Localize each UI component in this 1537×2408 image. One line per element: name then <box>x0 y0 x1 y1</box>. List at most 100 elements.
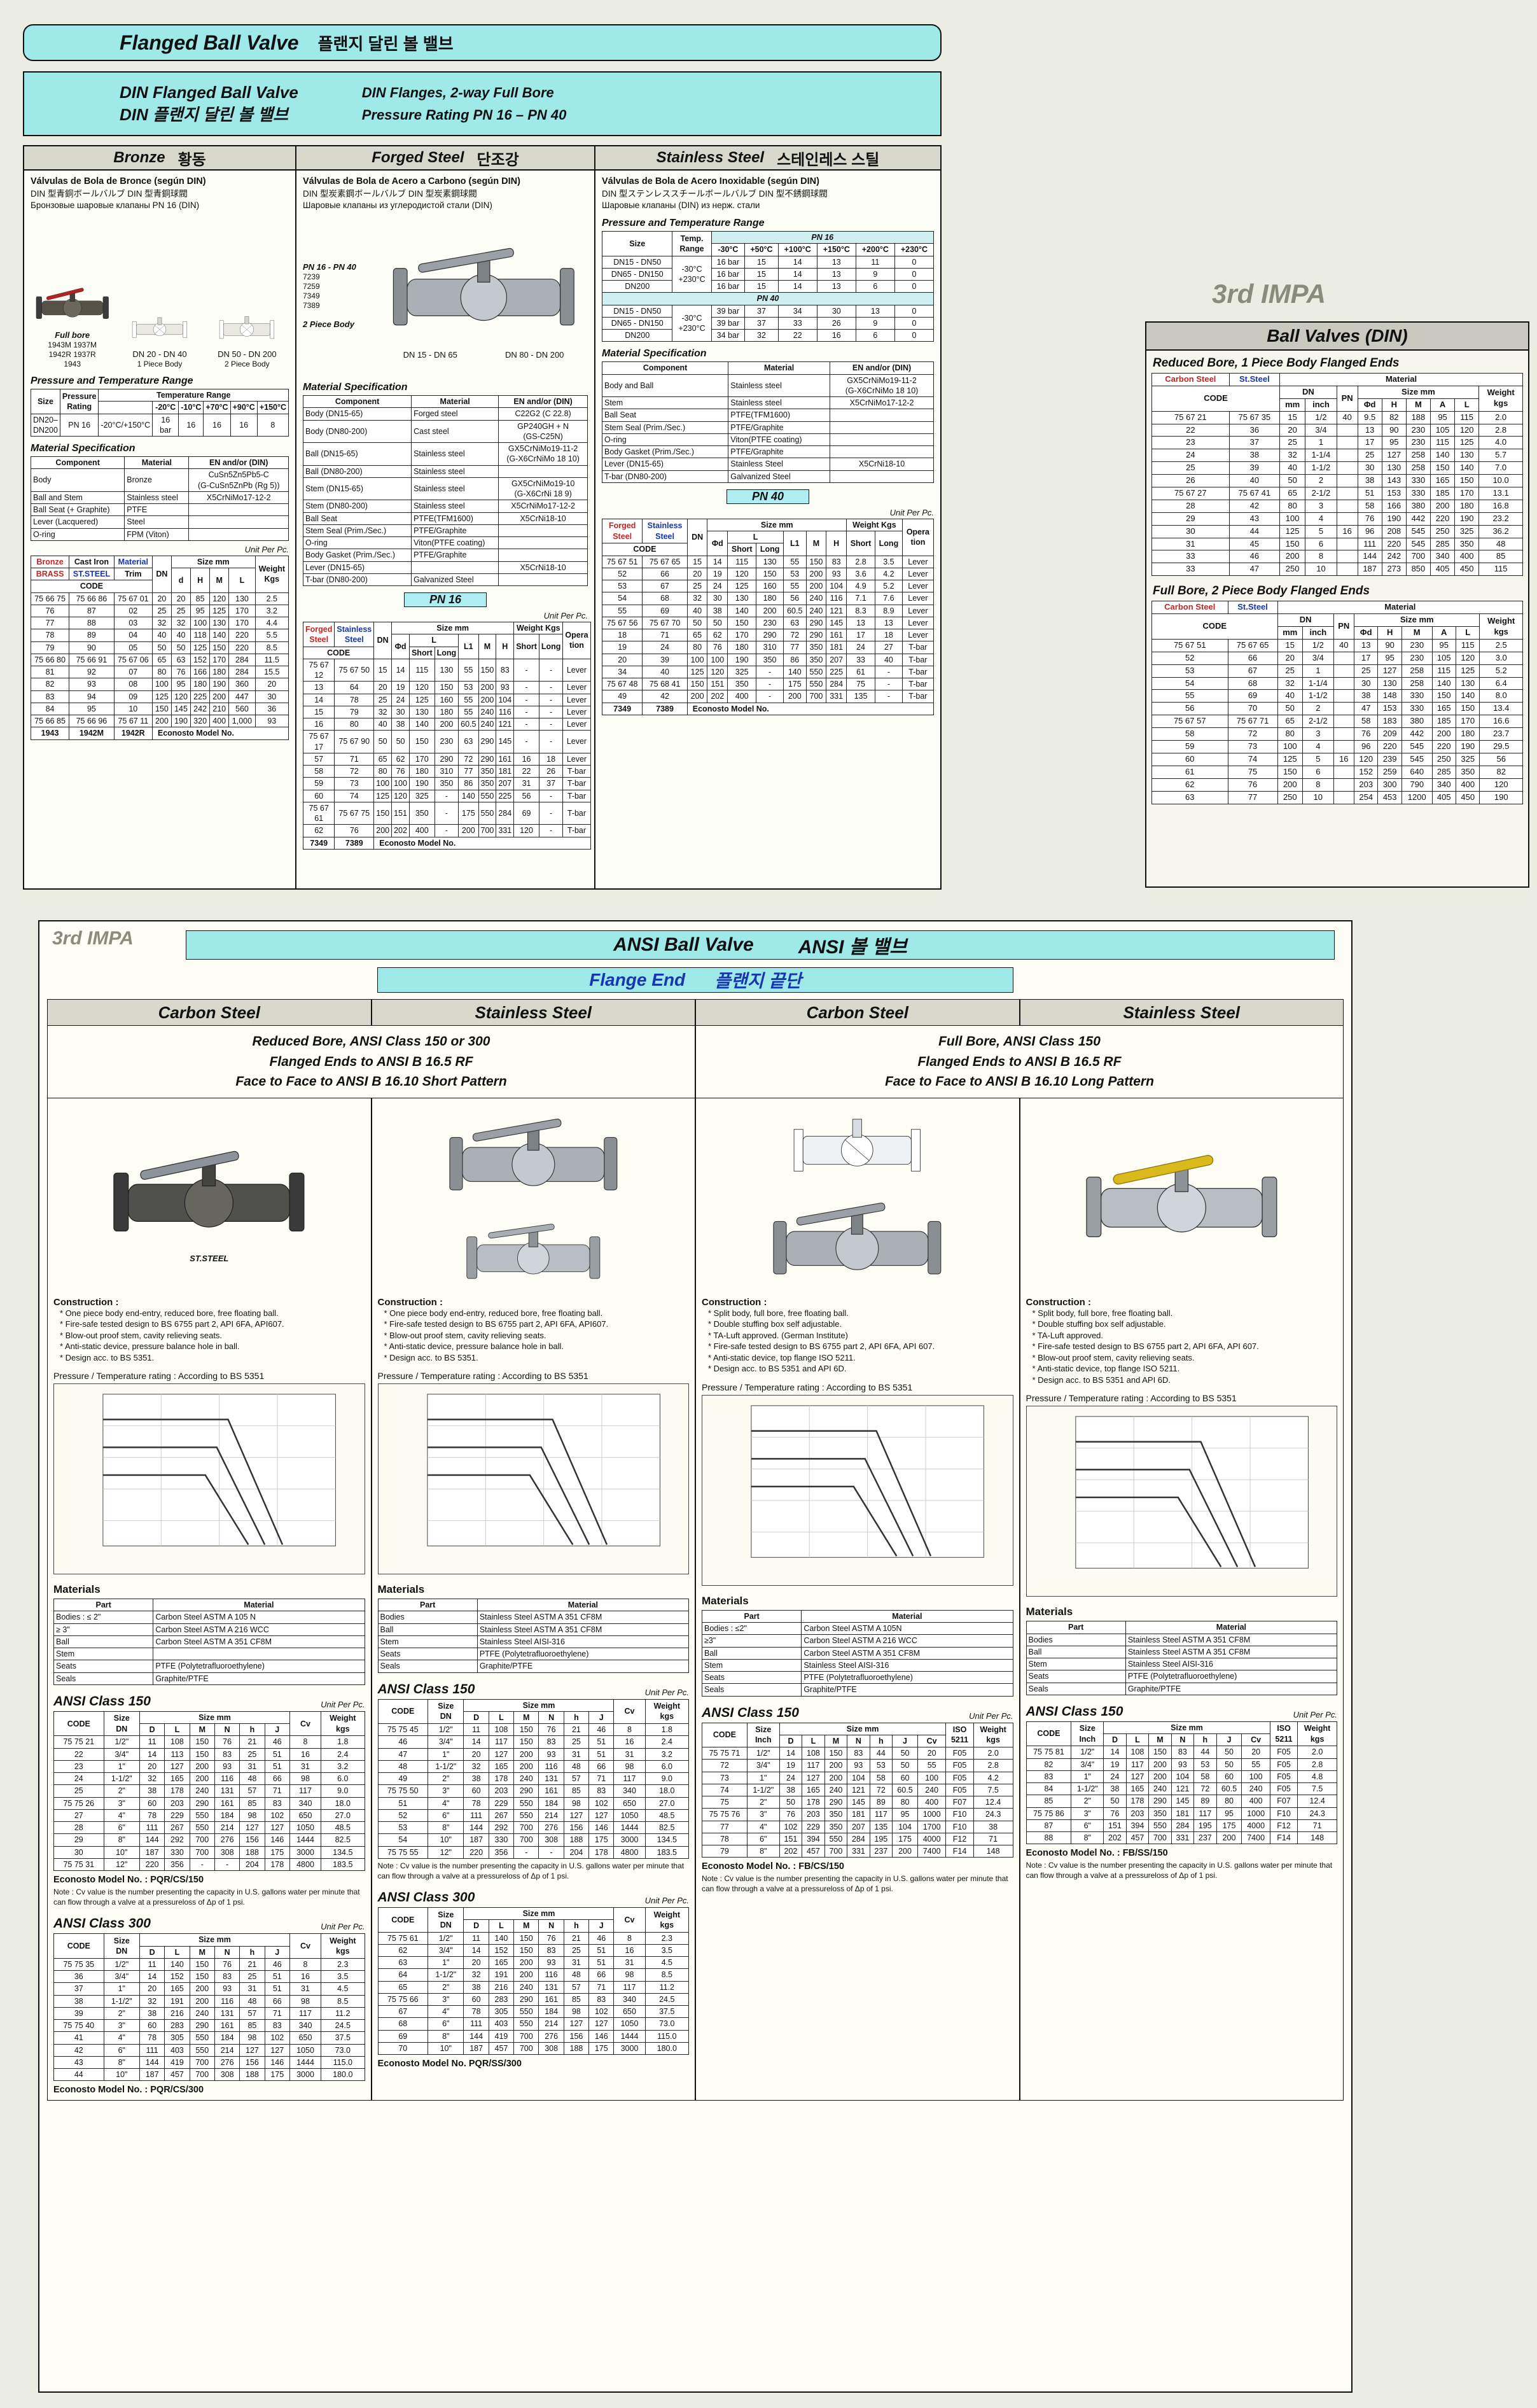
table-cell: 175 <box>264 2068 290 2082</box>
col1-valve-photo <box>113 1151 305 1232</box>
table-cell <box>1333 651 1354 665</box>
table-cell: 121 <box>1171 1782 1195 1796</box>
table-cell: 125 <box>373 789 393 802</box>
table-cell: 150 <box>756 567 784 581</box>
table-cell: 74 <box>702 1783 748 1797</box>
table-cell: 180.0 <box>644 2041 690 2055</box>
table-cell: Ball <box>701 1646 802 1660</box>
table-cell: 82.5 <box>644 1821 690 1835</box>
table-header-cell: CODE <box>602 543 688 556</box>
table-cell: 47 <box>1228 563 1281 577</box>
table-cell: 188 <box>239 2068 265 2082</box>
table-cell: T-bar <box>901 641 935 654</box>
table-cell: 8 <box>613 1723 646 1737</box>
table-cell: 300 <box>1377 778 1402 792</box>
table-cell: Stem <box>53 1648 154 1661</box>
table-header-cell: inch <box>1302 626 1334 640</box>
table-cell: 120 <box>170 690 191 703</box>
table-cell: 11 <box>855 255 895 269</box>
table-cell: 76 <box>538 1723 564 1737</box>
table-cell: 116 <box>538 1760 564 1774</box>
table-cell: 200 <box>756 604 784 617</box>
table-cell: 2.8 <box>845 555 876 568</box>
table-cell: 108 <box>1125 1746 1150 1759</box>
table-cell: 30 <box>254 690 289 703</box>
table-header-cell: D <box>139 1723 165 1737</box>
ansi-col2-header: Stainless Steel <box>371 999 695 1026</box>
table-cell: 190 <box>209 678 230 691</box>
table-cell: 1050 <box>289 2043 322 2057</box>
table-cell: 3000 <box>613 2041 646 2055</box>
table-cell: 290 <box>805 628 827 642</box>
table-header-cell: N <box>538 1919 564 1933</box>
table-cell: 175 <box>264 1845 290 1859</box>
table-cell: 40 <box>1228 474 1281 488</box>
table-cell: 200 <box>1216 1831 1242 1845</box>
table-cell: 23 <box>1151 436 1230 450</box>
table-cell: 400 <box>1241 1795 1270 1808</box>
table-cell: 200 <box>209 690 230 703</box>
forged-unit-label: Unit Per Pc. <box>543 611 588 620</box>
table-cell: - <box>756 665 784 679</box>
din-spec-pressure: Pressure Rating PN 16 – PN 40 <box>361 107 567 123</box>
table-cell: 104 <box>1171 1770 1195 1784</box>
table-cell: 161 <box>214 1796 240 1810</box>
table-cell: Ball Seat <box>601 409 729 422</box>
table-cell: 55 <box>601 604 643 617</box>
table-cell: 68 <box>377 2017 429 2031</box>
table-cell: 146 <box>588 2029 615 2043</box>
table-header-cell: Size mm <box>391 621 515 635</box>
table-cell: 150 <box>686 677 708 691</box>
table-cell: 700 <box>478 824 497 837</box>
table-cell: 1-1/2" <box>1071 1782 1104 1796</box>
table-cell: 100 <box>686 653 708 666</box>
table-cell: 144 <box>139 2055 165 2069</box>
table-cell: 14 <box>139 1747 165 1761</box>
table-cell: 550 <box>1148 1819 1172 1833</box>
table-cell: 14 <box>777 255 817 269</box>
table-cell: 8.3 <box>845 604 876 617</box>
list-line: * Anti-static device, pressure balance h… <box>384 1341 564 1352</box>
table-cell: 130 <box>727 592 757 605</box>
table-cell: 37 <box>538 777 564 790</box>
table-cell: 350 <box>805 653 827 666</box>
table-cell: 200 <box>513 1747 539 1761</box>
table-cell: 90 <box>1381 423 1407 437</box>
table-header-cell: Size DN <box>103 1933 140 1959</box>
table-cell: 1/2" <box>103 1957 140 1971</box>
table-cell: 67 <box>377 2005 429 2019</box>
table-cell: 13 <box>1353 638 1379 652</box>
col3-valve-photo <box>773 1203 942 1275</box>
table-cell: 8 <box>613 1931 646 1945</box>
table-cell: 14 <box>777 267 817 281</box>
bronze-caption-dn50200: DN 50 - DN 200 <box>218 349 277 359</box>
forged-photo: DN 15 - DN 65 DN 80 - DN 200 <box>379 232 588 360</box>
table-cell: 09 <box>113 690 153 703</box>
table-cell: 1-1/2 <box>1305 461 1337 475</box>
table-cell: 290 <box>189 2019 215 2033</box>
list-line: * Blow-out proof stem, cavity relieving … <box>1032 1352 1195 1362</box>
table-cell: 34 <box>777 304 817 318</box>
table-cell: - <box>214 1858 240 1872</box>
table-cell: 11 <box>139 1957 165 1971</box>
table-cell: 75 67 17 <box>302 730 335 753</box>
table-cell: 8 <box>1305 550 1337 564</box>
table-cell: Lever <box>562 730 591 753</box>
table-cell: 55 <box>1241 1758 1270 1771</box>
table-cell: 240 <box>478 717 497 731</box>
table-cell: 240 <box>513 1980 539 1994</box>
table-cell: 02 <box>113 604 153 618</box>
table-cell: 66 <box>588 1968 615 1982</box>
table-cell: 25 <box>53 1784 104 1798</box>
table-cell: 65 <box>151 653 172 667</box>
table-cell: 325 <box>408 789 435 802</box>
table-cell: 24.5 <box>644 1992 690 2006</box>
table-cell: Stem <box>601 396 729 410</box>
table-cell: - <box>538 789 564 802</box>
table-cell: 127 <box>488 1747 515 1761</box>
table-header-cell: mm <box>1277 626 1304 640</box>
stainless-pn40-badge: PN 40 <box>727 489 809 504</box>
